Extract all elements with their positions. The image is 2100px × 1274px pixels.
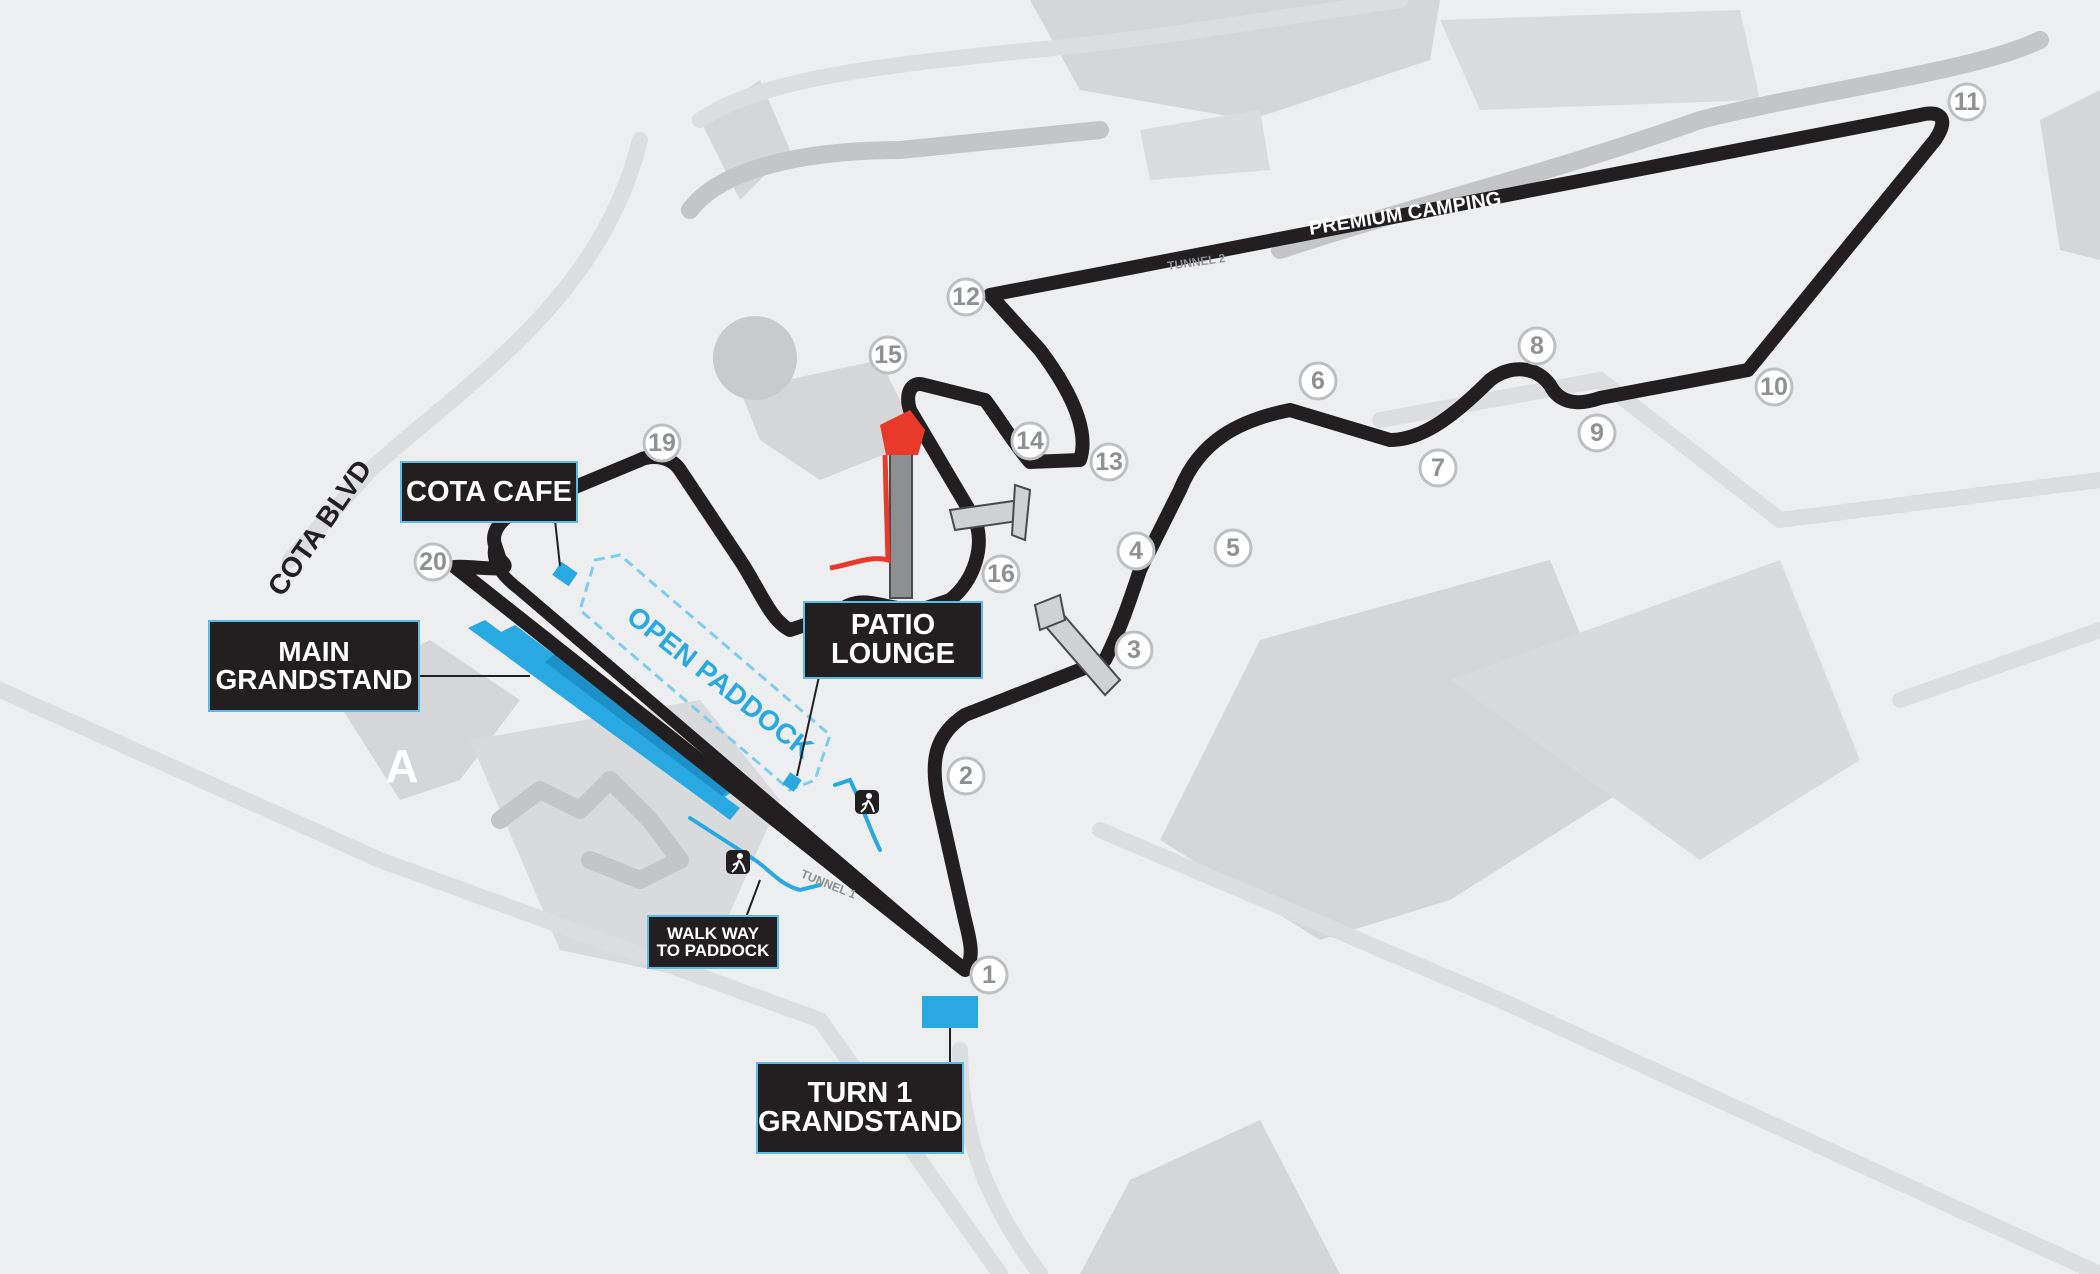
cota-cafe-label[interactable]: COTA CAFE (400, 461, 578, 523)
patio-lounge-line1: PATIO (850, 609, 936, 641)
turn-marker: 6 (1298, 361, 1338, 401)
svg-text:4: 4 (1129, 537, 1143, 565)
lot-a-label: A (385, 740, 418, 792)
observation-tower (829, 410, 925, 599)
race-track (448, 106, 1950, 977)
svg-text:12: 12 (952, 283, 980, 311)
svg-text:11: 11 (1954, 88, 1981, 116)
main-grandstand-line2: GRANDSTAND (215, 664, 413, 695)
pit-lane (487, 539, 971, 976)
turn-marker: 2 (946, 756, 986, 796)
turn-marker: 15 (868, 335, 908, 375)
turn-marker: 10 (1754, 367, 1794, 407)
main-grandstand-label[interactable]: MAIN GRANDSTAND (208, 620, 420, 712)
turn-marker: 11 (1947, 82, 1987, 122)
svg-text:9: 9 (1590, 419, 1604, 447)
turn-markers: 1 2 3 4 5 6 7 8 9 10 11 12 13 14 15 16 1… (413, 82, 1987, 995)
paddock-marker (782, 772, 802, 792)
turn-marker: 1 (969, 955, 1009, 995)
turn-marker: 13 (1089, 442, 1129, 482)
turn-marker: 8 (1517, 326, 1557, 366)
turn1-grandstand-line1: TURN 1 (807, 1077, 913, 1109)
svg-text:1: 1 (982, 961, 996, 989)
turn-marker: 4 (1116, 531, 1156, 571)
turn1-grandstand-stand (922, 996, 978, 1028)
turn1-grandstand-line2: GRANDSTAND (757, 1106, 963, 1138)
turn-marker: 12 (946, 277, 986, 317)
turn-marker: 9 (1577, 413, 1617, 453)
terrain (330, 0, 2100, 1274)
svg-text:13: 13 (1095, 448, 1123, 476)
cota-cafe-text: COTA CAFE (406, 475, 572, 508)
turn1-grandstand-label[interactable]: TURN 1 GRANDSTAND (756, 1062, 964, 1154)
turn-marker: 14 (1010, 421, 1050, 461)
walk-way-label[interactable]: WALK WAY TO PADDOCK (647, 915, 779, 969)
turn-marker: 5 (1213, 528, 1253, 568)
svg-text:7: 7 (1431, 454, 1445, 482)
turn-marker: 16 (981, 554, 1021, 594)
svg-text:10: 10 (1760, 373, 1788, 401)
svg-text:8: 8 (1530, 332, 1544, 360)
cota-blvd-label: COTA BLVD (262, 454, 378, 601)
svg-text:2: 2 (959, 762, 973, 790)
premium-camping-label: PREMIUM CAMPING (1307, 188, 1503, 240)
svg-text:6: 6 (1311, 367, 1325, 395)
turn-marker: 3 (1114, 630, 1154, 670)
svg-text:5: 5 (1226, 534, 1240, 562)
walk-way-line1: WALK WAY (667, 924, 759, 943)
patio-lounge-label[interactable]: PATIO LOUNGE (803, 601, 983, 679)
turn-marker: 7 (1418, 448, 1458, 488)
svg-text:19: 19 (648, 429, 676, 457)
turn-marker: 19 (642, 423, 682, 463)
main-grandstand-line1: MAIN (278, 636, 350, 667)
svg-text:20: 20 (419, 548, 447, 576)
svg-text:15: 15 (874, 341, 902, 369)
svg-text:16: 16 (987, 560, 1015, 588)
svg-text:3: 3 (1127, 636, 1141, 664)
leader-lines (418, 519, 951, 1062)
svg-text:14: 14 (1016, 427, 1044, 455)
patio-lounge-line2: LOUNGE (830, 638, 956, 670)
turn-marker: 20 (413, 542, 453, 582)
open-paddock-area (578, 553, 832, 792)
walk-way-line2: TO PADDOCK (656, 941, 770, 960)
pedestrian-icon (726, 850, 750, 874)
cota-cafe-stand (552, 561, 578, 587)
bridges (948, 483, 1122, 697)
pedestrian-icon (855, 790, 879, 814)
